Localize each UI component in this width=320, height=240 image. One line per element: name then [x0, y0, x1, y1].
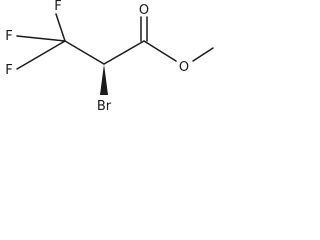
atom-f-upper-left: F: [5, 29, 12, 44]
bond-cf3-f-upper-left: [16, 35, 66, 42]
bond-chiral-carbon-carbonyl: [103, 40, 145, 65]
atom-f-lower-left: F: [5, 63, 12, 78]
bond-ester-oxygen-ethyl: [192, 47, 214, 62]
bond-cf3-f-lower-left: [16, 40, 66, 70]
atom-br: Br: [97, 99, 112, 114]
stereo-wedge-bond: [100, 64, 108, 95]
structure-canvas: F F F O O Br: [0, 0, 218, 118]
bond-cf3-f-top: [55, 13, 66, 42]
molecule-structure: F F F O O Br: [5, 0, 214, 114]
atom-o-ester: O: [179, 60, 189, 75]
atom-f-top: F: [54, 0, 61, 14]
bond-cf3-chiral-carbon: [64, 40, 105, 65]
atom-o-carbonyl: O: [139, 3, 149, 18]
bond-carbonyl-ester-oxygen: [143, 40, 177, 62]
